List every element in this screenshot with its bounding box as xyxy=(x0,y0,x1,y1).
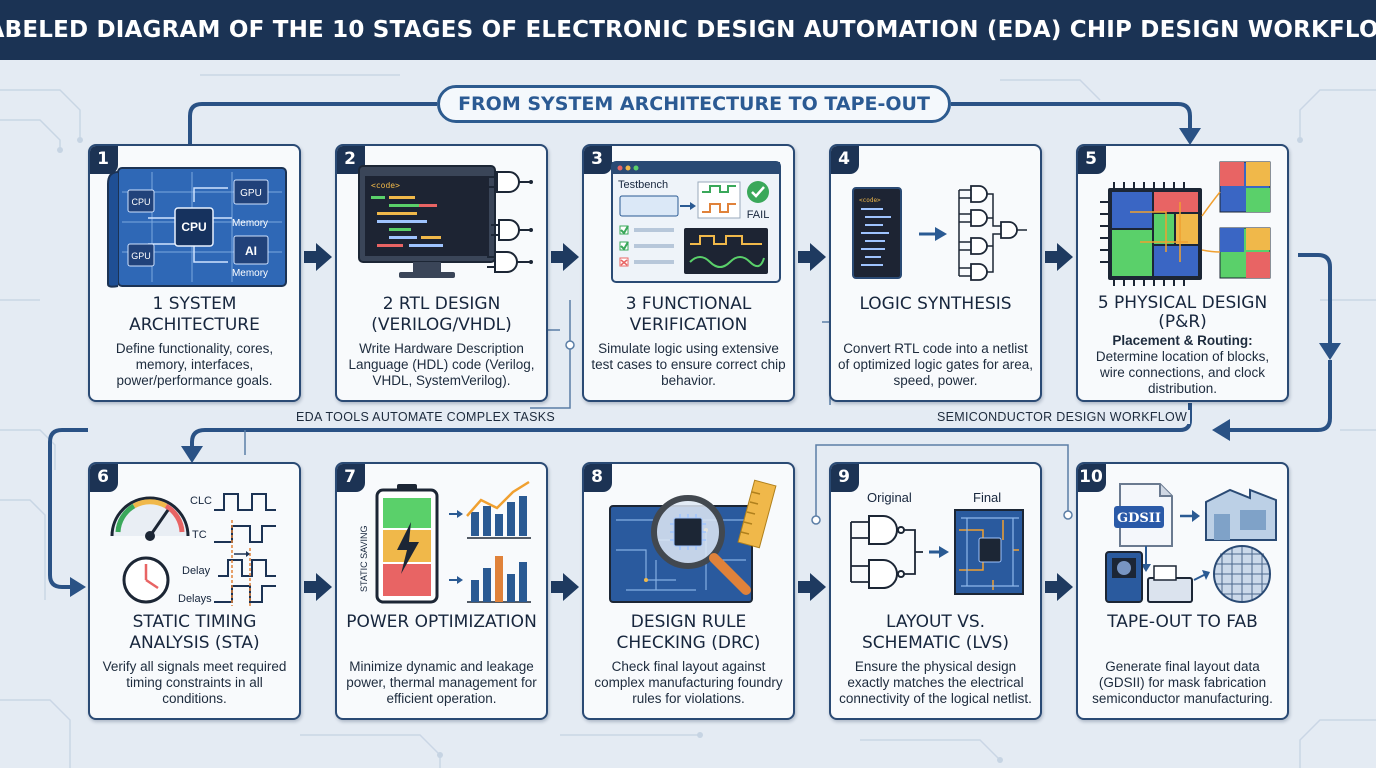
stage-description: Minimize dynamic and leakage power, ther… xyxy=(346,659,537,706)
page-title: LABELED DIAGRAM OF THE 10 STAGES OF ELEC… xyxy=(0,0,1376,60)
stage-subtitle: Placement & Routing: xyxy=(1112,333,1253,348)
stage-number-badge: 3 xyxy=(584,146,612,174)
stage-title: 3 Functional Verification xyxy=(625,294,752,335)
original-label: Original xyxy=(867,490,912,505)
logic-synthesis-gates-icon: <code> xyxy=(852,185,1027,281)
stage-card-6: 6 CLC TC Delay Delays Static Timing Anal… xyxy=(88,462,301,720)
illus-gpu-small-label: GPU xyxy=(131,251,151,261)
stage-number-badge: 4 xyxy=(831,146,859,174)
gdsii-label: GDSII xyxy=(1117,511,1161,526)
rtl-code-monitor-icon: <code> xyxy=(358,165,533,278)
stage-description: Verify all signals meet required timing … xyxy=(102,659,287,706)
delays-label: Delays xyxy=(178,593,212,605)
tape-out-fab-icon: GDSII xyxy=(1105,483,1277,603)
functional-verification-testbench-icon: Testbench FAIL xyxy=(611,161,781,283)
delay-label: Delay xyxy=(182,565,211,577)
flow-arrow-4-5 xyxy=(1045,243,1073,271)
eda-tools-label: EDA TOOLS AUTOMATE COMPLEX TASKS xyxy=(293,410,558,424)
stage-number-badge: 8 xyxy=(584,464,612,492)
stage-card-1: 1 CPU GPU CPU GPU Memory AI Memory 1 Sys… xyxy=(88,144,301,402)
stage-title: 1 System Architecture xyxy=(129,294,260,335)
stage-description: Ensure the physical design exactly match… xyxy=(839,659,1032,706)
stage-title: 2 RTL Design (Verilog/VHDL) xyxy=(371,294,512,335)
fail-label: FAIL xyxy=(747,209,770,221)
power-optimization-battery-icon: STATIC SAVING xyxy=(359,480,531,604)
stage-title: 5 Physical Design (P&R) xyxy=(1097,293,1268,332)
flow-banner: FROM SYSTEM ARCHITECTURE TO TAPE-OUT xyxy=(437,85,951,123)
static-saving-label: STATIC SAVING xyxy=(359,525,369,592)
illus-ai-label: AI xyxy=(245,244,257,258)
stage-card-3: 3 Testbench FAIL 3 Functional Verificati… xyxy=(582,144,795,402)
stage-card-9: 9 Original Final Layout vs. Schematic (L… xyxy=(829,462,1042,720)
stage-description: Simulate logic using extensive test case… xyxy=(591,341,786,388)
final-label: Final xyxy=(973,490,1001,505)
stage-title: Design Rule Checking (DRC) xyxy=(616,612,761,653)
workflow-label: SEMICONDUCTOR DESIGN WORKFLOW xyxy=(934,410,1191,424)
code-tag-label: <code> xyxy=(859,197,881,204)
stage-title: Static Timing Analysis (STA) xyxy=(129,612,260,653)
stage-card-10: 10 GDSII Tape-Out to Fab Generate final … xyxy=(1076,462,1289,720)
stage-title: Power Optimization xyxy=(346,612,537,632)
illus-cpu-label: CPU xyxy=(181,220,206,234)
static-timing-analysis-icon: CLC TC Delay Delays xyxy=(110,493,276,606)
stage-number-badge: 7 xyxy=(337,464,365,492)
physical-design-floorplan-icon xyxy=(1100,161,1271,286)
testbench-label: Testbench xyxy=(618,179,668,191)
stage-description: Write Hardware Description Language (HDL… xyxy=(348,341,535,388)
stage-description-block: Placement & Routing: Determine location … xyxy=(1084,332,1281,397)
tc-label: TC xyxy=(192,529,207,541)
flow-arrow-9-10 xyxy=(1045,573,1073,601)
stage-number-badge: 1 xyxy=(90,146,118,174)
stage-number-badge: 5 xyxy=(1078,146,1106,174)
stage-card-7: 7 STATIC SAVING Power Optimization Minim… xyxy=(335,462,548,720)
clc-label: CLC xyxy=(190,495,212,507)
layout-vs-schematic-icon: Original Final xyxy=(850,490,1024,595)
flow-arrow-7-8 xyxy=(551,573,579,601)
illus-memory-label-2: Memory xyxy=(232,268,268,279)
illus-cpu-small-label: CPU xyxy=(131,197,150,207)
code-tag-label: <code> xyxy=(371,181,400,190)
stage-description: Generate final layout data (GDSII) for m… xyxy=(1092,659,1273,706)
system-architecture-blueprint-icon: CPU GPU CPU GPU Memory AI Memory xyxy=(107,167,287,288)
stage-title: Tape-Out to Fab xyxy=(1107,612,1258,632)
stage-number-badge: 9 xyxy=(831,464,859,492)
illus-memory-label: Memory xyxy=(232,218,268,229)
stage-title: Layout vs. Schematic (LVS) xyxy=(861,612,1010,653)
flow-arrow-8-9 xyxy=(798,573,826,601)
flow-arrow-2-3 xyxy=(551,243,579,271)
stage-card-5: 5 5 Physical Design (P&R) Placement & Ro… xyxy=(1076,144,1289,402)
flow-arrow-6-7 xyxy=(304,573,332,601)
stage-description: Check final layout against complex manuf… xyxy=(594,659,783,706)
stage-card-2: 2 <code> 2 RTL Design (Verilog/VHDL) Wri… xyxy=(335,144,548,402)
stage-number-badge: 6 xyxy=(90,464,118,492)
stage-card-8: 8 Design Rule Checking (DRC) Check final… xyxy=(582,462,795,720)
stage-description: Convert RTL code into a netlist of optim… xyxy=(837,341,1034,388)
illus-gpu-label: GPU xyxy=(240,188,262,199)
stage-card-4: 4 <code> Logic Synthesis Convert RTL cod… xyxy=(829,144,1042,402)
stage-description: Determine location of blocks, wire conne… xyxy=(1095,349,1270,396)
stage-number-badge: 10 xyxy=(1078,464,1106,492)
stage-title: Logic Synthesis xyxy=(859,294,1012,314)
flow-arrow-1-2 xyxy=(304,243,332,271)
flow-arrow-3-4 xyxy=(798,243,826,271)
design-rule-check-magnifier-icon xyxy=(609,479,777,603)
stage-description: Define functionality, cores, memory, int… xyxy=(115,341,274,388)
